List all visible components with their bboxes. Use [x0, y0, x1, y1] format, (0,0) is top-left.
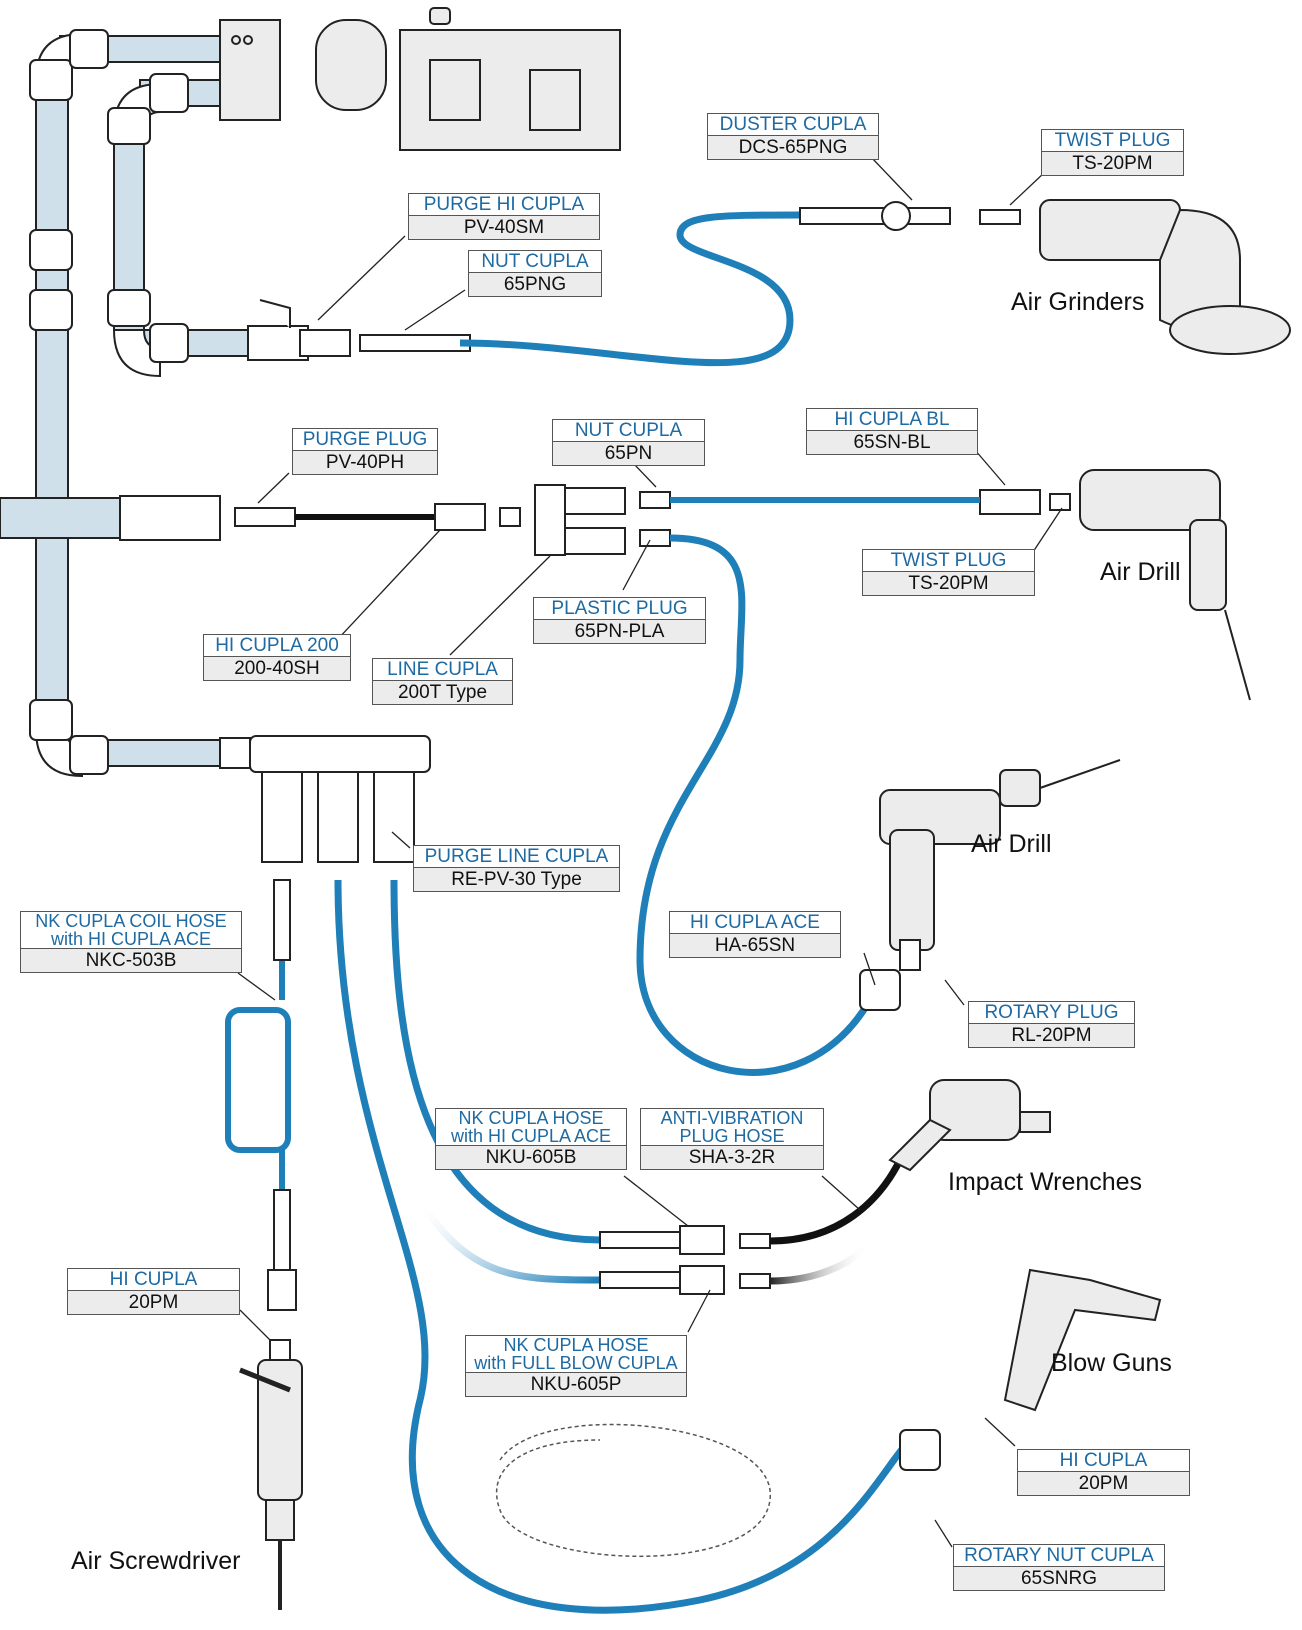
hose-to-impact-a [390, 879, 601, 1244]
air-drill-top-illustration [1079, 469, 1251, 701]
hose-to-rotary [636, 534, 874, 1076]
anti-vibration-hose-faded [769, 1238, 874, 1285]
rotary-plug-fittings [859, 939, 921, 1011]
mid-assembly [119, 484, 1071, 556]
tool-air-grinders: Air Grinders [1011, 288, 1145, 316]
air-screwdriver-illustration [239, 1339, 303, 1610]
tool-air-screwdriver: Air Screwdriver [71, 1547, 241, 1575]
anti-vibration-hose [769, 1158, 904, 1245]
hose-to-blow-gun [334, 879, 913, 1614]
coil-hose-fittings [267, 879, 297, 1311]
impact-couplers [599, 1225, 771, 1295]
tool-impact-wrenches: Impact Wrenches [948, 1168, 1143, 1196]
impact-wrench-illustration [888, 1079, 1051, 1172]
manifold-assembly [219, 735, 431, 863]
leader-lines [237, 156, 1063, 1548]
top-coupler-assembly [247, 299, 471, 361]
tool-blow-guns: Blow Guns [1051, 1349, 1172, 1377]
coil-hose [225, 960, 291, 1190]
pipe-elbows [29, 29, 189, 778]
blow-gun-illustration [899, 1268, 1162, 1471]
duster-cupla-assembly [799, 201, 1021, 231]
tool-air-drill-top: Air Drill [1100, 558, 1181, 586]
dashed-hose-loop [495, 1423, 771, 1558]
air-grinder-illustration [1039, 199, 1291, 355]
air-drill-mid-illustration [879, 759, 1121, 951]
hose-top [459, 211, 801, 367]
hose-faded [417, 1198, 601, 1284]
compressor-units [219, 7, 621, 151]
tool-air-drill-mid: Air Drill [971, 830, 1052, 858]
